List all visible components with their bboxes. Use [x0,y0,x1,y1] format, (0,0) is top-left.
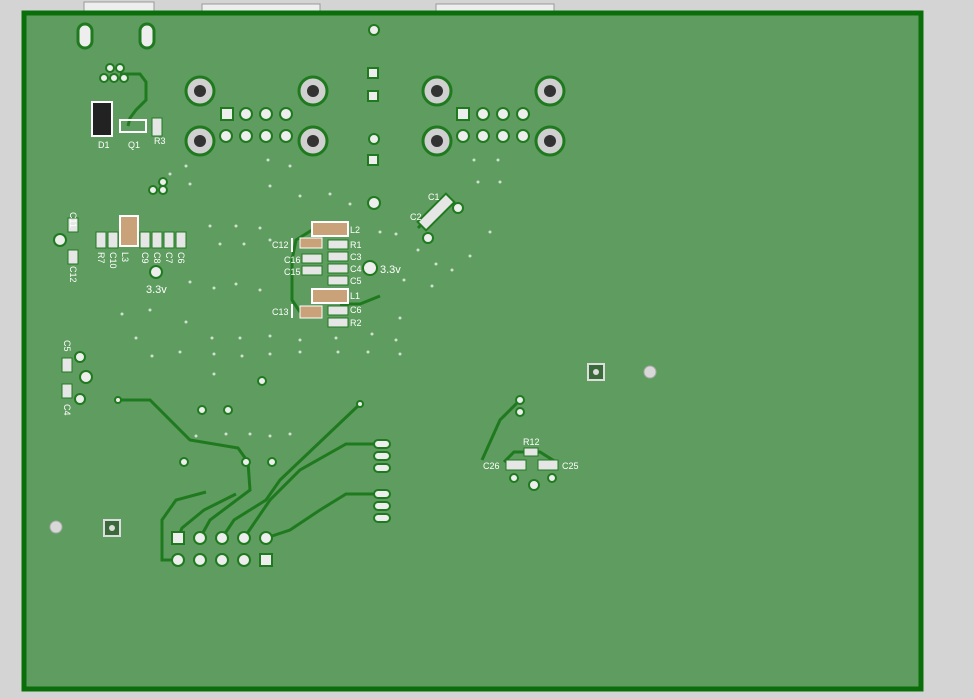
label-c10: C10 [108,252,118,269]
pad-icon [456,107,470,121]
label-l2: L2 [350,225,360,235]
silkscreen-labels: D1 Q1 R3 C11 C12 R7 C10 L3 C9 C8 C7 C6 3… [62,136,579,471]
header-pins [219,24,530,210]
label-c8: C8 [152,252,162,264]
d1-diode [91,101,113,137]
label-c5-left: C5 [62,340,72,352]
label-c6-left: C6 [176,252,186,264]
lower-headers [114,376,391,567]
label-r1: R1 [350,240,362,250]
label-c5-mid: C5 [350,276,362,286]
pad-icon [367,154,379,166]
pad-icon [171,531,185,545]
label-c11: C11 [68,212,78,228]
label-d1: D1 [98,140,110,150]
label-c4-mid: C4 [350,264,362,274]
label-c26: C26 [483,461,500,471]
label-c4-left: C4 [62,404,72,416]
central-smd-cluster [299,221,378,328]
label-3v3-left: 3.3v [146,284,167,296]
pcb-board [21,10,924,692]
label-c2: C2 [410,212,422,222]
q1-transistor [119,119,147,133]
slot-pads [76,22,156,50]
left-smd-row [53,215,187,279]
r3-resistor [151,117,163,137]
l3-inductor [119,215,139,247]
label-r7: R7 [96,252,106,264]
pad-icon [259,553,273,567]
d1-q1-r3-group [91,63,163,137]
l1-inductor [311,288,349,304]
label-l3: L3 [120,252,130,262]
label-c15: C15 [284,267,301,277]
label-c25: C25 [562,461,579,471]
pad-icon [220,107,234,121]
r12-group [505,395,559,491]
stitching-vias [120,158,502,438]
label-c13: C13 [272,307,289,317]
c5-c4-group [61,351,93,405]
pad-icon [367,67,379,79]
label-c9: C9 [140,252,150,264]
label-c7: C7 [164,252,174,264]
label-r12: R12 [523,437,540,447]
label-r3: R3 [154,136,166,146]
label-r2: R2 [350,318,362,328]
label-c16: C16 [284,255,301,265]
label-c12: C12 [272,240,289,250]
pad-icon [367,90,379,102]
power-jacks [184,75,566,157]
label-c1: C1 [428,192,440,202]
misc-holes [49,177,657,537]
label-c3: C3 [350,252,362,262]
c1-c2-group [416,192,456,232]
label-q1: Q1 [128,140,140,150]
l2-inductor [311,221,349,237]
label-l1: L1 [350,291,360,301]
label-c12-left: C12 [68,266,78,283]
label-c6-mid: C6 [350,305,362,315]
label-3v3-mid: 3.3v [380,264,401,276]
